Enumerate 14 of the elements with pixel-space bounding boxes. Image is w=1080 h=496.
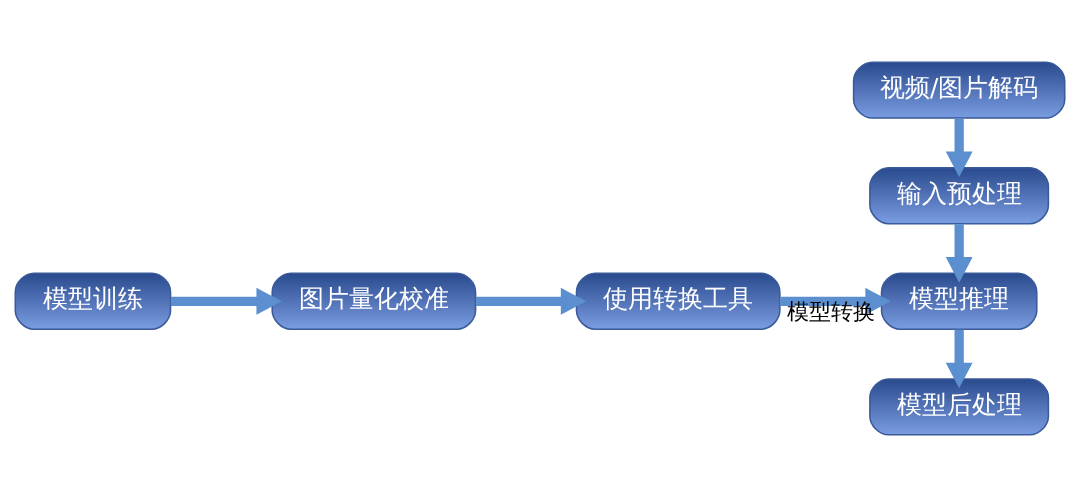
node-box: 输入预处理 xyxy=(869,166,1050,224)
node-box: 图片量化校准 xyxy=(271,272,477,330)
node-box: 视频/图片解码 xyxy=(852,60,1066,119)
node-box: 模型后处理 xyxy=(869,377,1050,436)
arrow xyxy=(945,329,973,388)
node-box: 模型推理 xyxy=(880,272,1038,330)
edge-label: 模型转换 xyxy=(786,298,875,324)
arrow xyxy=(476,287,587,315)
arrow xyxy=(945,223,973,283)
arrow xyxy=(945,118,973,177)
arrow xyxy=(170,287,282,315)
node-box: 使用转换工具 xyxy=(575,272,781,330)
node-box: 模型训练 xyxy=(14,272,172,330)
arrow xyxy=(780,287,891,315)
